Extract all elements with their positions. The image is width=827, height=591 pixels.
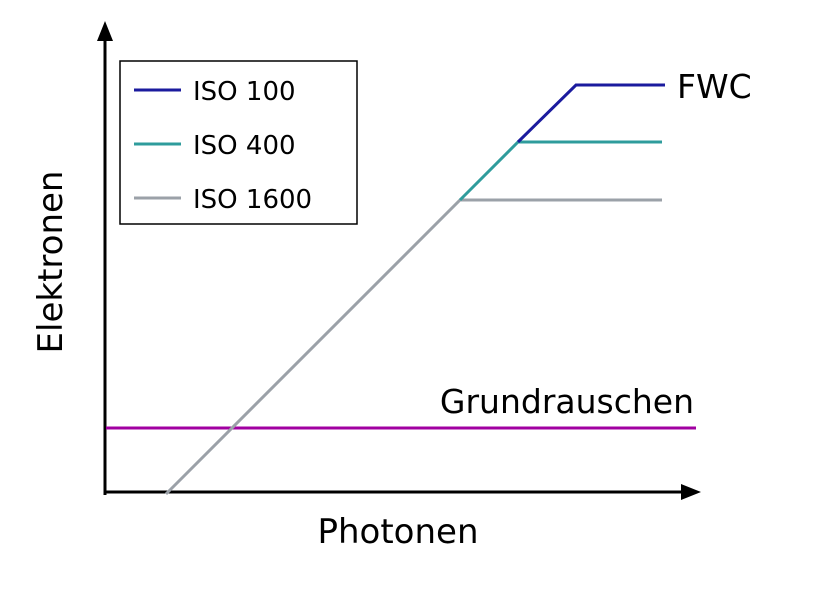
legend-item-iso-100: ISO 100	[134, 77, 296, 107]
y-axis-label: Elektronen	[31, 171, 71, 354]
noise-floor-annotation: Grundrauschen	[440, 382, 694, 421]
legend-item-iso-400: ISO 400	[134, 131, 296, 161]
legend-label-iso-1600: ISO 1600	[193, 185, 312, 215]
series-lines	[106, 83, 696, 496]
x-axis-label: Photonen	[317, 512, 478, 552]
legend-label-iso-100: ISO 100	[193, 77, 296, 107]
legend: ISO 100 ISO 400 ISO 1600	[119, 60, 358, 225]
series-iso-1600-line	[164, 198, 662, 496]
x-axis-arrow-icon	[681, 484, 701, 500]
legend-label-iso-400: ISO 400	[193, 131, 296, 161]
axes	[97, 21, 701, 500]
series-iso-100-line	[516, 83, 665, 144]
legend-item-iso-1600: ISO 1600	[134, 185, 312, 215]
fwc-annotation: FWC	[677, 67, 752, 106]
series-iso-400-line	[458, 140, 662, 202]
y-axis-arrow-icon	[97, 21, 113, 41]
